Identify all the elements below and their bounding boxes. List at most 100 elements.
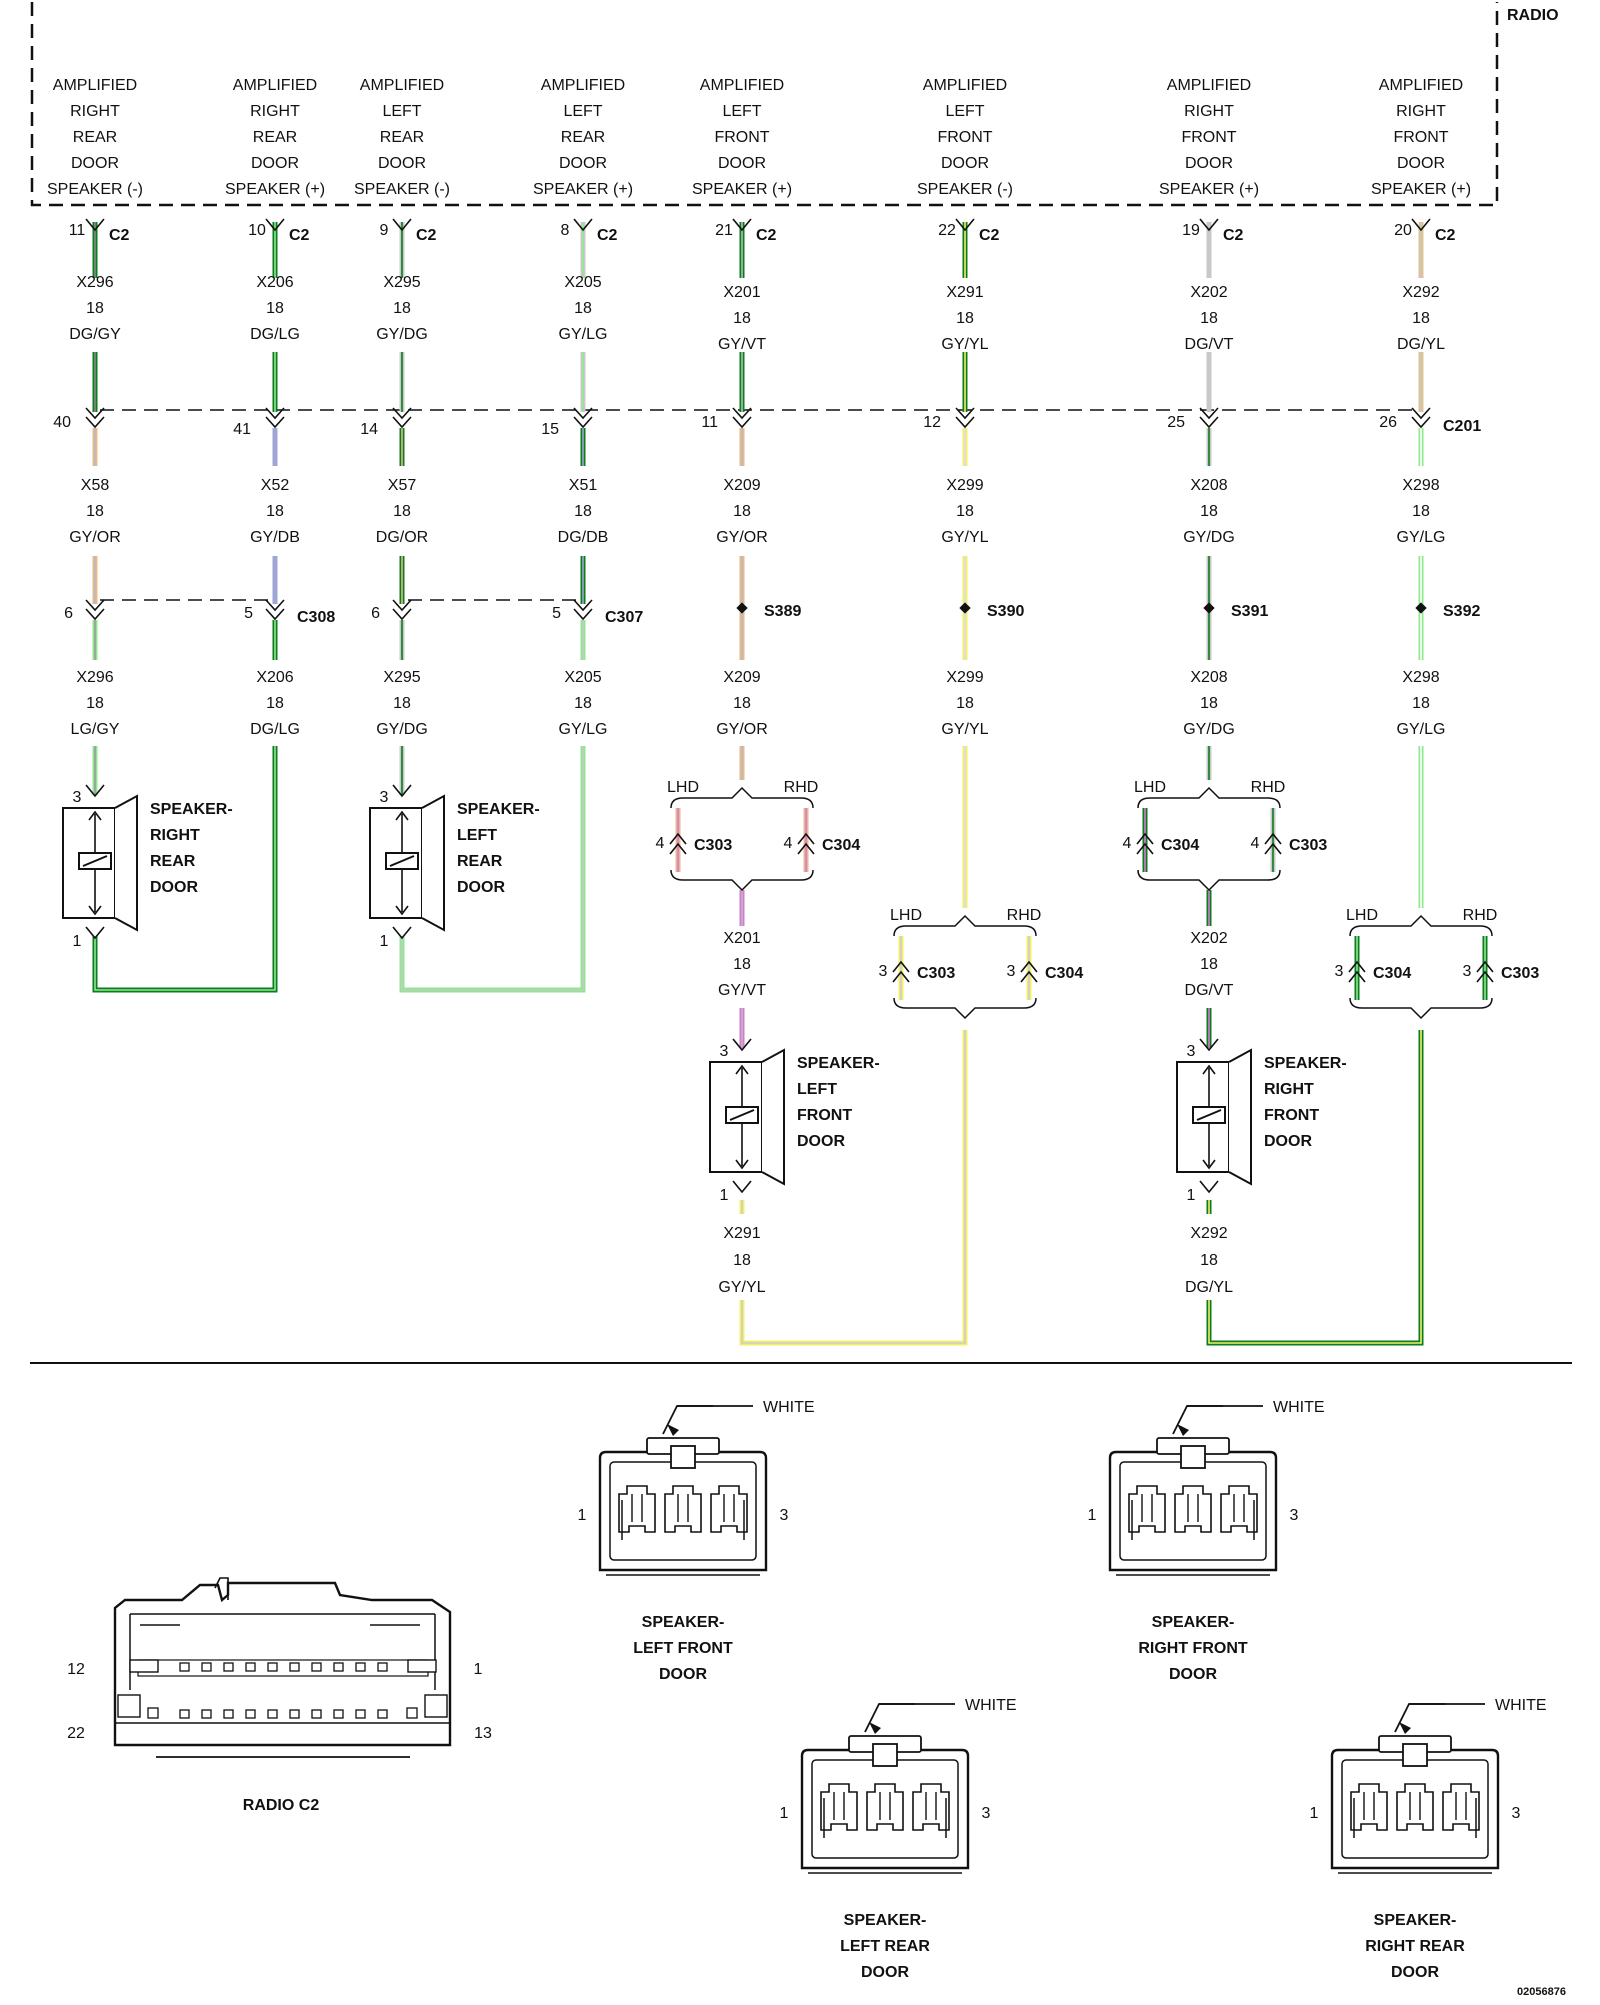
circuit-id: X291 [946,284,983,301]
pin-label-line: AMPLIFIED [360,77,444,94]
gauge: 18 [393,300,411,317]
terminal-cavity [202,1710,211,1718]
gauge: 18 [1200,695,1218,712]
terminal-cavity [356,1710,365,1718]
c2-pin-number: 8 [561,222,570,239]
speaker-cone [1229,1050,1251,1184]
gauge: 18 [733,1252,751,1269]
circuit-id: X292 [1190,1225,1227,1242]
speaker-label-line: REAR [457,853,503,870]
pin-label-line: AMPLIFIED [541,77,625,94]
connector-view-label: SPEAKER- [1152,1614,1235,1631]
pin-label-line: SPEAKER (+) [1159,181,1259,198]
terminal-cavity [202,1663,211,1671]
inline-pin-number: 6 [64,605,73,622]
pin-label-line: DOOR [559,155,607,172]
gauge: 18 [86,300,104,317]
rhd-label: RHD [1463,907,1498,924]
rhd-label: RHD [784,779,819,796]
circuit-id: X295 [383,274,420,291]
pin-label-line: DOOR [1397,155,1445,172]
pin-number: 4 [656,835,665,852]
circuit-id: X206 [256,274,293,291]
pin-label-line: RIGHT [250,103,300,120]
speaker-cone [762,1050,784,1184]
wire-color: DG/YL [1397,336,1445,353]
pin-number: 1 [474,1661,483,1678]
splice-dot [959,602,970,613]
pin-label-line: FRONT [714,129,769,146]
connector-view-label: DOOR [659,1666,707,1683]
pin-label-line: RIGHT [1184,103,1234,120]
c201-pin-number: 14 [360,421,378,438]
c2-connector-label: C2 [597,227,618,244]
terminal-cavity [224,1710,233,1718]
gauge: 18 [1200,956,1218,973]
terminal-cavity [378,1710,387,1718]
pin-label-line: FRONT [1181,129,1236,146]
speaker-label-line: RIGHT [150,827,200,844]
speaker-label-line: LEFT [797,1081,837,1098]
wire-color: GY/LG [1397,721,1446,738]
c201-pin-number: 41 [233,421,251,438]
connector-view-label: RADIO C2 [243,1797,320,1814]
terminal-cavity [224,1663,233,1671]
speaker-pin-number: 3 [73,789,82,806]
terminal-cavity [180,1710,189,1718]
pin-label-line: DOOR [1185,155,1233,172]
circuit-id: X205 [564,274,601,291]
terminal-cavity [378,1663,387,1671]
pin-label-line: DOOR [378,155,426,172]
pin-label-line: REAR [73,129,117,146]
gauge: 18 [266,695,284,712]
inline-connector-label: C307 [605,609,643,626]
connector-view-label: SPEAKER- [642,1614,725,1631]
terminal-cavity [246,1710,255,1718]
gauge: 18 [1200,310,1218,327]
c201-pin-number: 11 [701,414,718,431]
pin-number: 1 [1088,1507,1097,1524]
pin-number: 3 [1463,963,1472,980]
gauge: 18 [574,695,592,712]
connector-label: C303 [1501,965,1539,982]
connector-label: C304 [1373,965,1411,982]
connector-label: C304 [822,837,860,854]
wire-color: DG/LG [250,721,300,738]
circuit-id: X57 [388,477,417,494]
pin-label-line: AMPLIFIED [700,77,784,94]
c2-pin-number: 10 [248,222,266,239]
wire-color: GY/DG [1183,721,1235,738]
connector-view-label: DOOR [1391,1964,1439,1981]
pin-number: 22 [67,1725,85,1742]
circuit-id: X298 [1402,477,1439,494]
color-label: WHITE [763,1399,815,1416]
pin-label-line: LEFT [563,103,602,120]
speaker-pin-number: 1 [1187,1187,1196,1204]
circuit-id: X291 [723,1225,760,1242]
pin-label-line: AMPLIFIED [233,77,317,94]
c201-pin-number: 15 [541,421,559,438]
pin-number: 1 [780,1805,789,1822]
gauge: 18 [1412,310,1430,327]
gauge: 18 [393,503,411,520]
circuit-id: X205 [564,669,601,686]
speaker-pin1-mark [1200,1181,1218,1192]
lhd-label: LHD [667,779,699,796]
gauge: 18 [266,503,284,520]
circuit-id: X51 [569,477,598,494]
c201-pin-number: 26 [1379,414,1397,431]
c2-connector-label: C2 [416,227,437,244]
inline-pin-number: 6 [371,605,380,622]
speaker-pin-number: 3 [380,789,389,806]
pin-label-line: RIGHT [1396,103,1446,120]
